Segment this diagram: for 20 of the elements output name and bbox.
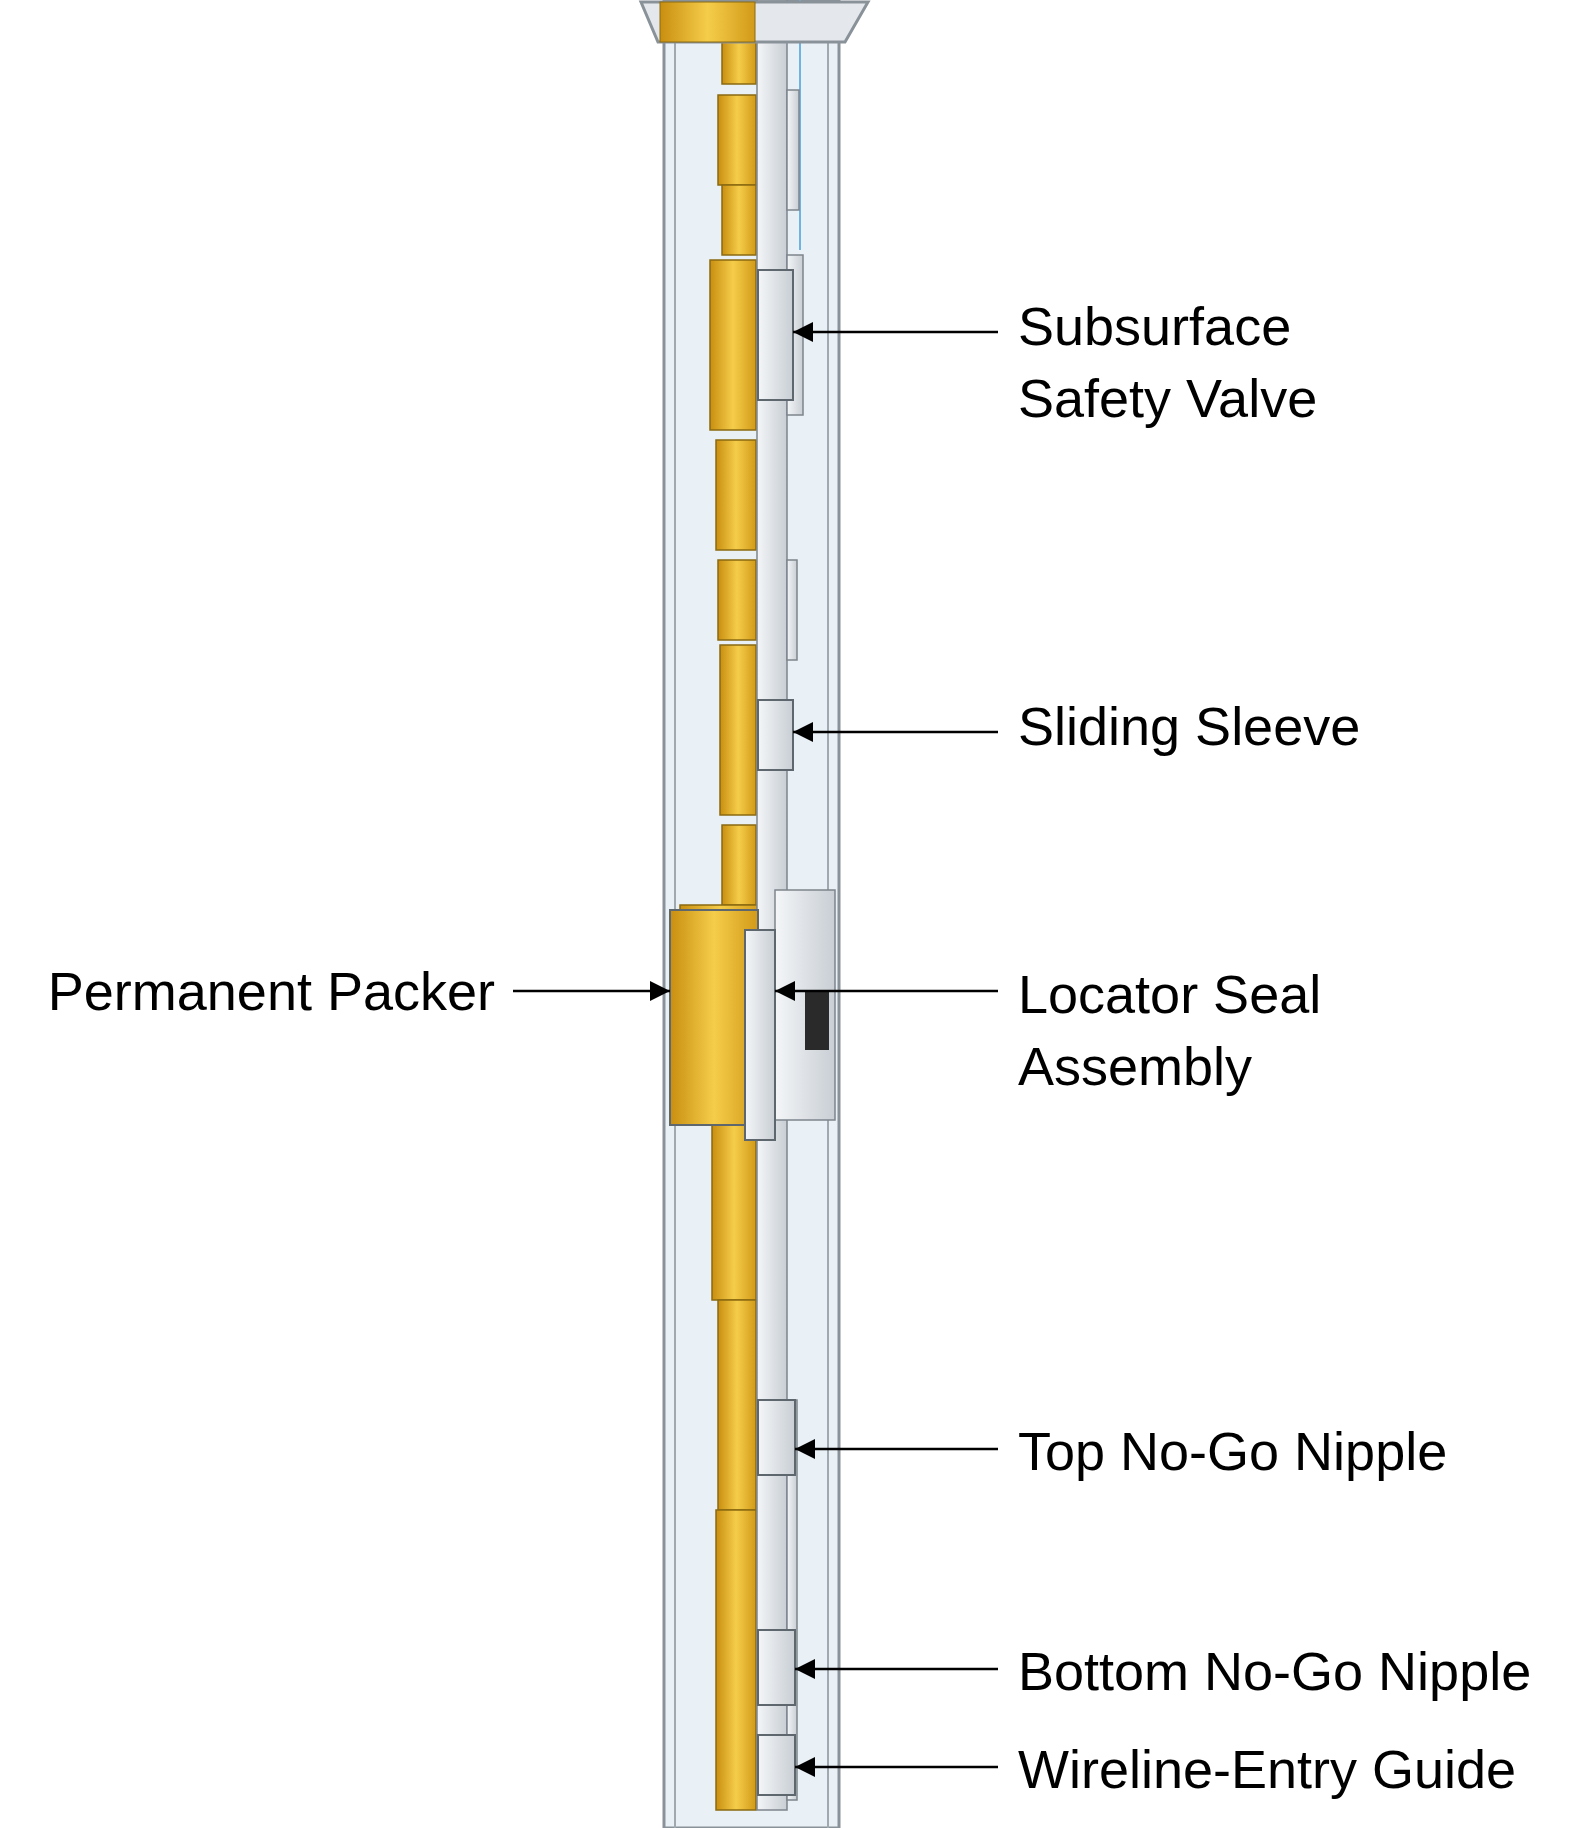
tool-section xyxy=(757,1734,796,1796)
part-label: Locator Seal Assembly xyxy=(1018,958,1418,1102)
part-label: Subsurface Safety Valve xyxy=(1018,290,1408,434)
leader-line xyxy=(775,981,998,1001)
leader-line xyxy=(795,1659,998,1679)
leader-line xyxy=(513,981,670,1001)
part-label: Top No-Go Nipple xyxy=(1018,1415,1448,1487)
part-label: Sliding Sleeve xyxy=(1018,690,1361,762)
leader-line xyxy=(795,1757,998,1777)
leader-line xyxy=(793,722,998,742)
part-label: Bottom No-Go Nipple xyxy=(1018,1635,1532,1707)
tool-section xyxy=(757,1629,796,1706)
leader-line xyxy=(793,322,998,342)
leader-line xyxy=(795,1439,998,1459)
part-label: Wireline-Entry Guide xyxy=(1018,1733,1517,1805)
tool-section xyxy=(757,1399,796,1476)
part-label: Permanent Packer xyxy=(0,955,495,1027)
tool-section xyxy=(757,269,794,401)
tool-section xyxy=(757,699,794,771)
tool-section xyxy=(744,929,776,1141)
